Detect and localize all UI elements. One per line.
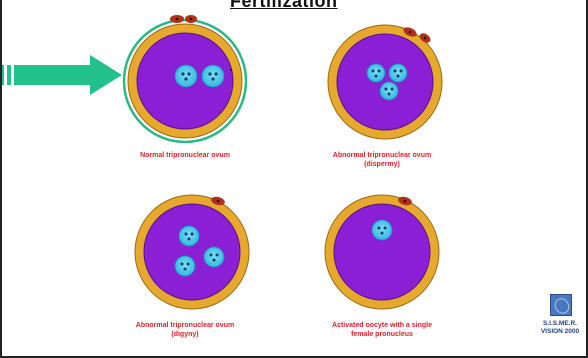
- caption-activated-line2: female pronucleus: [307, 330, 457, 339]
- pronucleus: [202, 65, 224, 87]
- caption-dispermy-line2: (dispermy): [307, 160, 457, 169]
- pronucleus: [175, 256, 195, 276]
- pronucleus: [372, 220, 392, 240]
- arrow-right-icon: [2, 55, 122, 95]
- pronucleus: [367, 64, 385, 82]
- caption-activated-line1: Activated oocyte with a single: [307, 321, 457, 330]
- egg-normal: [124, 15, 246, 142]
- pronucleus: [380, 82, 398, 100]
- egg-activated: [325, 195, 439, 309]
- pronucleus: [175, 65, 197, 87]
- egg-dispermy: [328, 25, 442, 139]
- logo-text: S.I.S.ME.R. VISION 2000: [530, 320, 588, 336]
- pronucleus: [179, 226, 199, 246]
- sismer-logo-icon: [550, 294, 572, 316]
- caption-normal: Normal tripronuclear ovum: [120, 151, 250, 160]
- caption-dispermy-line1: Abnormal tripronuclear ovum: [307, 151, 457, 160]
- egg-digyny: [135, 195, 249, 309]
- cytoplasm: [144, 204, 240, 300]
- cytoplasm: [334, 204, 430, 300]
- logo-line2: VISION 2000: [530, 328, 588, 336]
- caption-digyny-line1: Abnormal tripronuclear ovum: [115, 321, 255, 330]
- caption-digyny-line2: (digyny): [115, 330, 255, 339]
- logo-line1: S.I.S.ME.R.: [530, 320, 588, 328]
- pronucleus: [389, 64, 407, 82]
- pronucleus: [204, 247, 224, 267]
- polar-bodies: [170, 15, 197, 23]
- cytoplasm: [337, 34, 433, 130]
